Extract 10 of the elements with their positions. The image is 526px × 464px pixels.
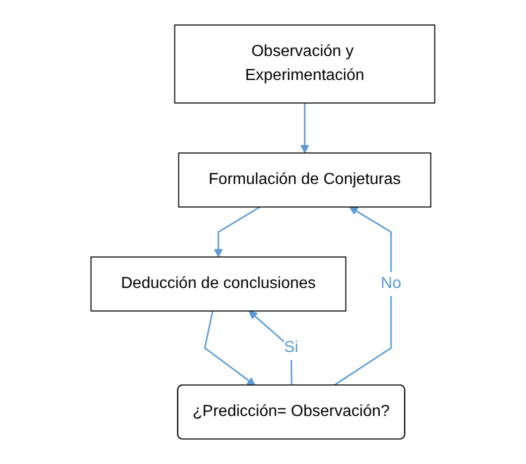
edge-label: Si [284, 338, 298, 356]
arrow [204, 310, 256, 386]
arrow [214, 206, 260, 258]
edge-label: No [380, 274, 402, 292]
arrow [300, 103, 310, 154]
node-box: Deducción de conclusiones [90, 256, 346, 312]
node-box: Observación y Experimentación [174, 24, 436, 104]
node-box: Formulación de Conjeturas [178, 152, 432, 208]
arrow [334, 206, 392, 386]
arrow [248, 310, 293, 386]
